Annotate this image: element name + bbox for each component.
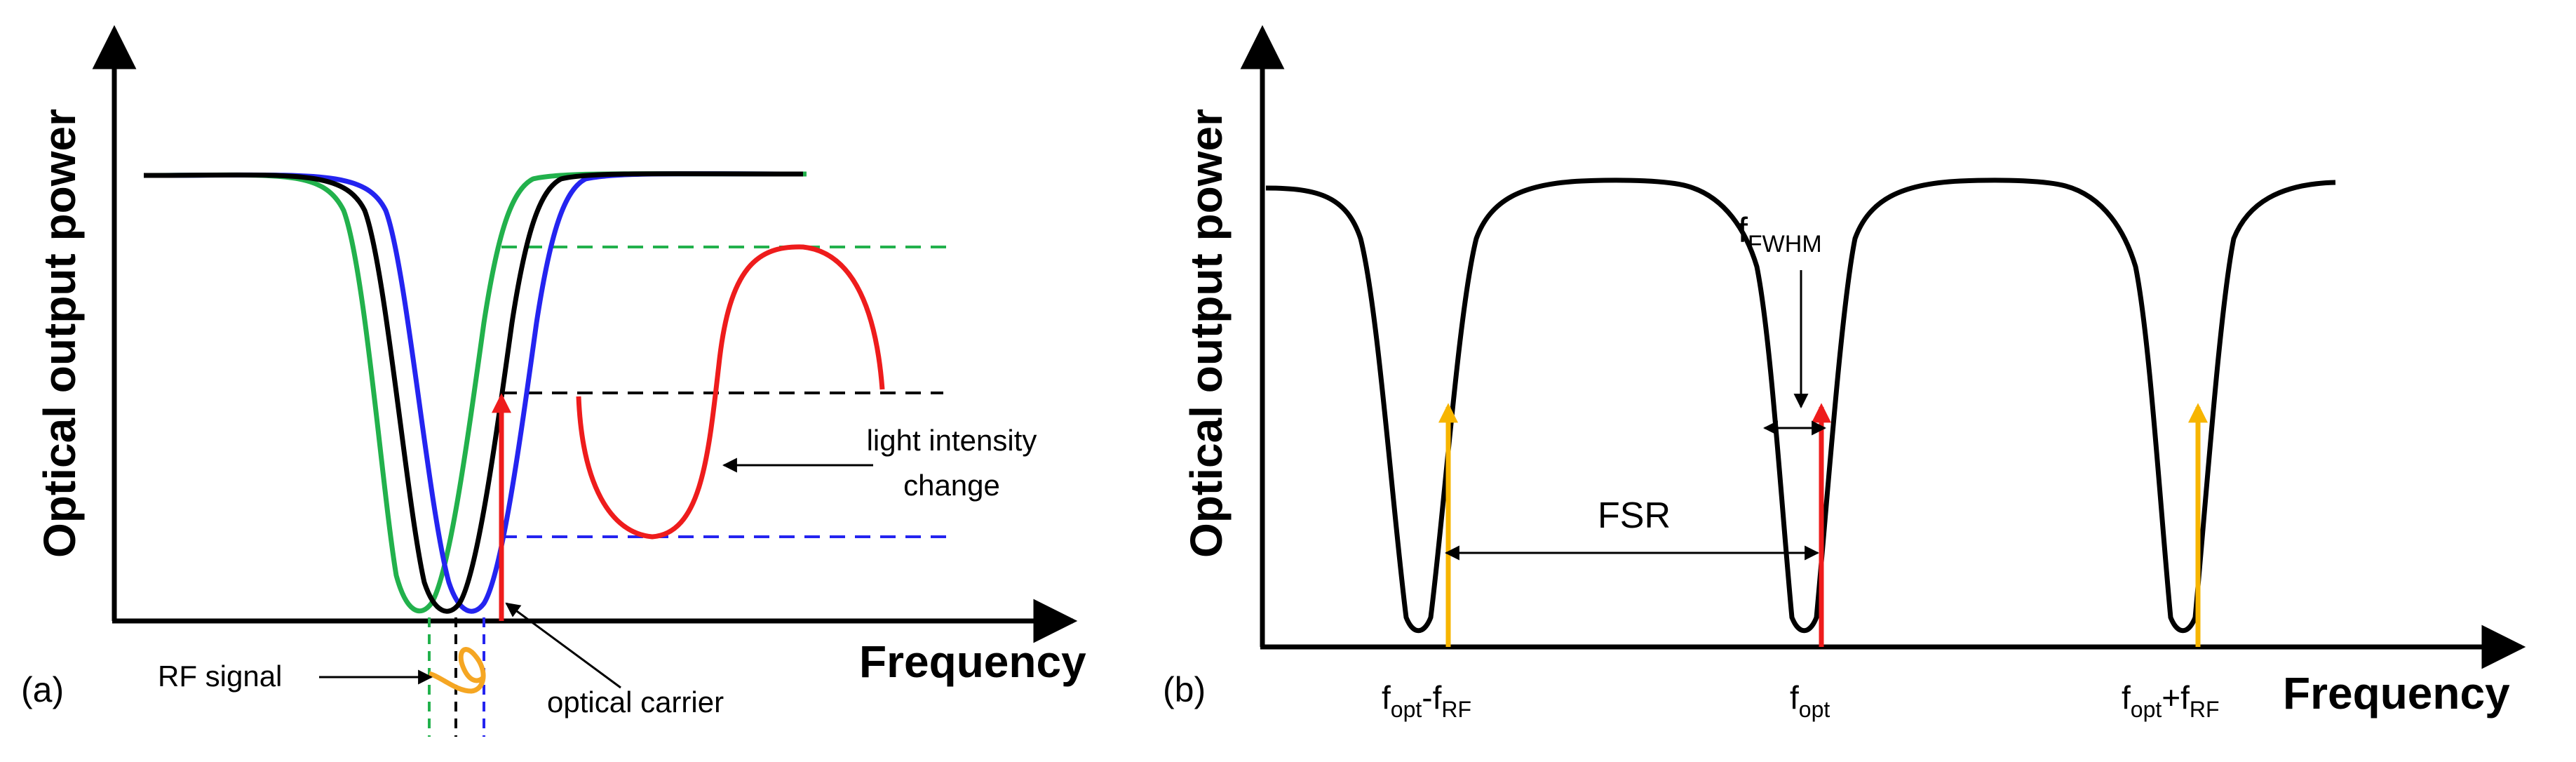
- panel-a-tag: (a): [21, 670, 64, 709]
- tick-label-carrier: fopt: [1790, 679, 1830, 722]
- tick-label-upper-sideband: fopt+fRF: [2122, 679, 2220, 722]
- optical-carrier-label: optical carrier: [547, 686, 724, 718]
- rf-signal-squiggle: [428, 647, 486, 694]
- light-intensity-change-curve: [576, 244, 885, 540]
- panel-a-x-label: Frequency: [859, 636, 1086, 687]
- panel-b-y-label: Optical output power: [1181, 109, 1232, 558]
- tick-label-lower-sideband: fopt-fRF: [1382, 679, 1471, 722]
- panel-b: (b) Optical output power Frequency FSR f…: [1163, 25, 2526, 722]
- blue-resonance-curve: [143, 171, 804, 614]
- black-resonance-curve: [143, 171, 804, 614]
- green-resonance-curve: [143, 171, 807, 614]
- rf-signal-label: RF signal: [158, 660, 282, 693]
- light-intensity-label-line2: change: [903, 469, 1000, 502]
- panel-b-tag: (b): [1163, 670, 1206, 709]
- panel-a-y-label: Optical output power: [34, 109, 85, 558]
- optical-carrier-pointer: [505, 602, 621, 689]
- resonance-comb-curve: [1265, 178, 2336, 634]
- panel-a: (a) Optical output power Frequency light…: [21, 25, 1086, 737]
- panel-b-x-label: Frequency: [2283, 668, 2510, 718]
- light-intensity-label-line1: light intensity: [867, 424, 1037, 457]
- fsr-label: FSR: [1598, 495, 1671, 536]
- fwhm-label: fFWHM: [1738, 210, 1822, 258]
